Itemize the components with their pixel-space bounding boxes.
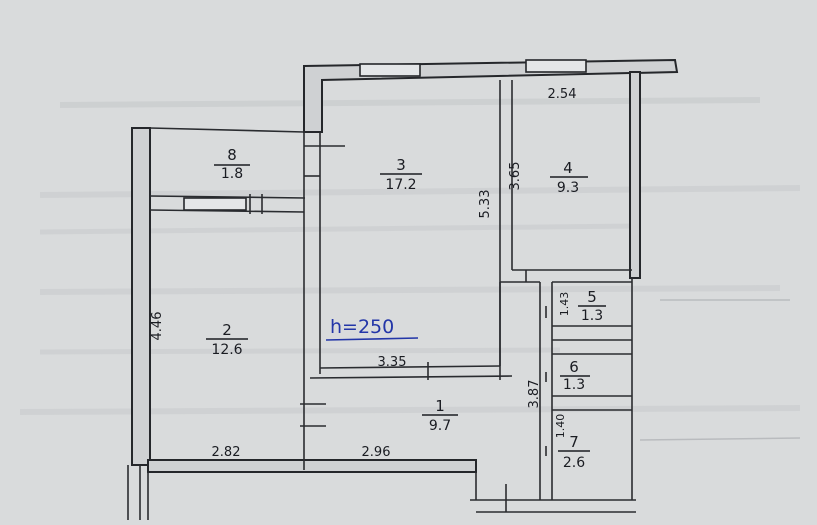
interior-walls [149,80,632,512]
room-8-area: 1.8 [221,166,243,182]
room-5-area: 1.3 [581,308,603,324]
room-6-label: 6 1.3 [560,358,590,393]
room-6-number: 6 [569,358,579,376]
ceiling-height-label: h=250 [330,316,394,338]
dim-room3-depth: 5.33 [478,190,493,219]
room-2-label: 2 12.6 [206,321,248,358]
dim-hall-depth: 3.87 [527,380,542,409]
dim-room3-width: 3.35 [378,355,407,370]
ceiling-height-annotation: h=250 [325,316,419,341]
window-room3 [359,63,421,77]
window-room4 [525,59,587,73]
room-3-label: 3 17.2 [380,156,422,193]
exterior-walls [127,58,679,520]
room-2-number: 2 [222,321,232,339]
dim-room2-depth: 4.46 [150,312,165,341]
room-1-number: 1 [435,397,445,415]
room-6-area: 1.3 [563,377,585,393]
windows [183,59,587,211]
dim-room7-depth: 1.40 [554,414,567,439]
room-7-label: 7 2.6 [558,433,590,471]
dimension-labels: 2.54 3.65 5.33 3.35 4.46 2.82 2.96 3.87 … [150,87,576,460]
window-room2 [183,197,247,211]
dim-hall-width: 2.96 [362,445,391,460]
dim-room2-width: 2.82 [212,445,241,460]
dim-room4-width: 2.54 [548,87,577,102]
room-3-number: 3 [396,156,406,174]
room-1-label: 1 9.7 [422,397,458,434]
room-8-label: 8 1.8 [214,146,250,182]
room-5-number: 5 [587,288,597,306]
room-2-area: 12.6 [211,342,242,358]
room-5-label: 5 1.3 [578,288,606,324]
room-4-area: 9.3 [557,180,579,196]
room-3-area: 17.2 [385,177,416,193]
room-4-label: 4 9.3 [550,159,588,196]
dim-room4-depth: 3.65 [508,162,523,191]
room-7-number: 7 [569,433,579,451]
room-1-area: 9.7 [429,418,451,434]
room-8-number: 8 [227,146,237,164]
dim-room5-depth: 1.43 [558,292,571,317]
room-7-area: 2.6 [563,455,585,471]
room-4-number: 4 [563,159,573,177]
